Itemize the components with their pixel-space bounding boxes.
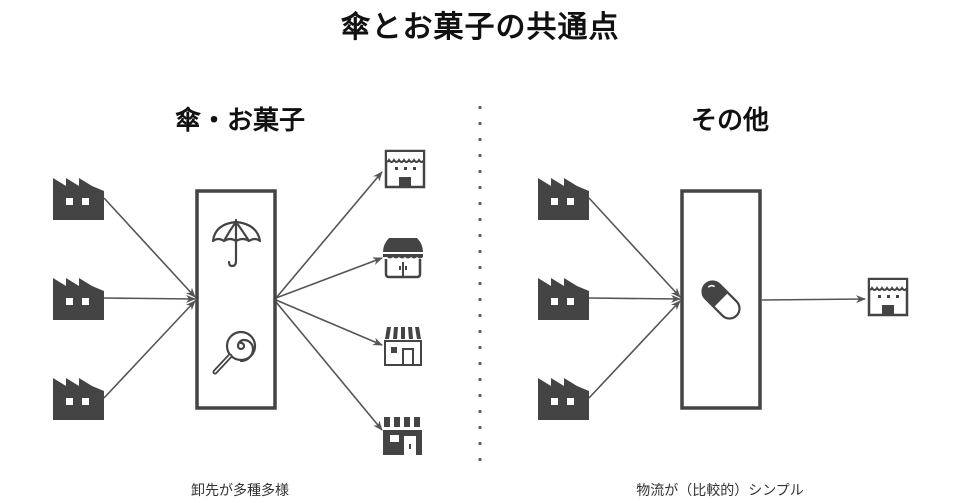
arrow xyxy=(588,197,681,298)
shop-icon xyxy=(384,326,422,366)
shop-icon xyxy=(383,417,422,455)
shop-icon xyxy=(381,236,425,279)
left-heading: 傘・お菓子 xyxy=(174,106,305,136)
page-title: 傘とお菓子の共通点 xyxy=(340,10,620,45)
arrow xyxy=(588,300,681,399)
factory-icon xyxy=(53,378,104,420)
right-caption: 物流が（比較的）シンプル xyxy=(636,483,804,499)
arrow xyxy=(275,299,383,346)
arrow xyxy=(103,300,196,399)
arrow xyxy=(275,257,383,299)
factory-icon xyxy=(53,178,104,220)
factory-icon xyxy=(538,378,589,420)
left-caption: 卸先が多種多様 xyxy=(191,483,289,499)
arrow xyxy=(275,171,383,299)
arrow xyxy=(275,301,383,431)
shop-icon xyxy=(384,149,426,189)
umbrella-icon xyxy=(211,218,262,268)
shop-icon xyxy=(867,277,909,317)
factory-icon xyxy=(538,178,589,220)
factory-icon xyxy=(538,278,589,320)
arrow xyxy=(103,294,196,303)
arrow xyxy=(588,294,681,303)
right-heading: その他 xyxy=(690,106,769,136)
factory-icon xyxy=(53,278,104,320)
arrow xyxy=(103,197,196,298)
lollipop-icon xyxy=(212,330,257,375)
arrow xyxy=(761,295,866,304)
